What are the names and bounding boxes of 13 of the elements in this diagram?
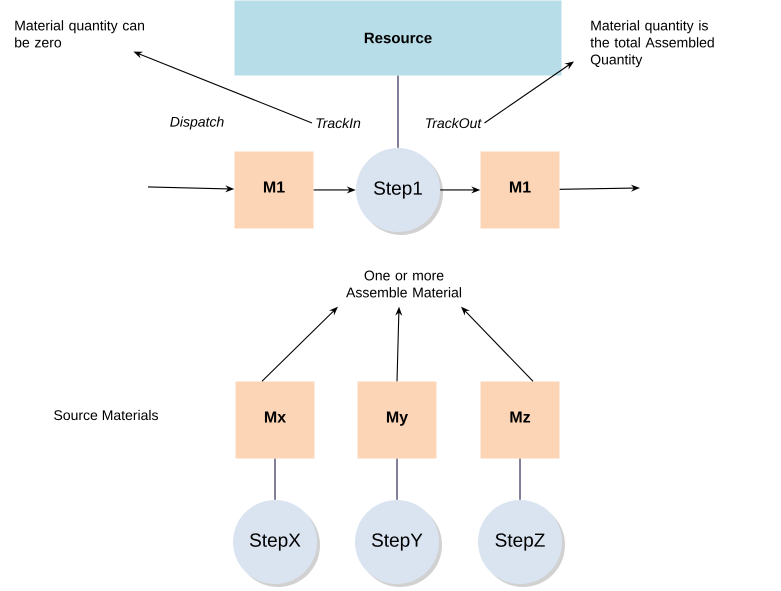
material-box: My [358, 381, 436, 458]
material-box: M1 [234, 152, 314, 228]
resource-box: Resource [234, 0, 562, 76]
material-box: M1 [480, 152, 560, 228]
material-box: Mx [236, 381, 314, 458]
note-text: Material quantity is the total Assembled Quantity [590, 20, 714, 68]
label-text: Dispatch [170, 116, 224, 130]
step-label: TrackIn [316, 118, 360, 128]
note-text: Material quantity can be zero [15, 20, 144, 48]
step-label: TrackOut [426, 118, 482, 128]
material-box: Mz [480, 381, 560, 458]
label-text: Source Materials [54, 410, 158, 420]
note-text: One or more Assemble Material [346, 270, 462, 298]
